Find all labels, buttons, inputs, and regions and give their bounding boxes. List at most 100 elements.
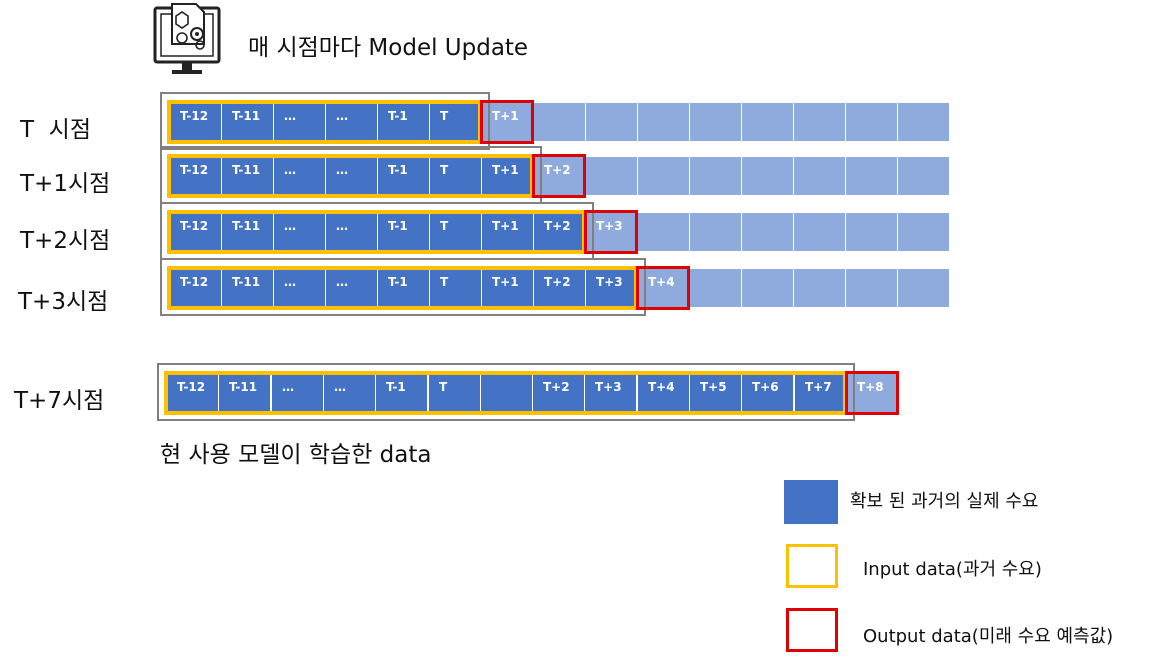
timeline-cell: T+2: [534, 269, 585, 307]
timeline-cell: T+1: [482, 157, 533, 195]
timeline-cell: T: [430, 213, 481, 251]
timeline-cell: [690, 269, 741, 307]
timeline-cell: T+1: [482, 103, 533, 141]
timeline-cell: …: [326, 269, 377, 307]
timeline-cell: T: [429, 374, 480, 412]
timeline-cell: [481, 374, 532, 412]
timeline-cell: [898, 103, 949, 141]
timeline-cell: [794, 103, 845, 141]
timeline-cell: T: [430, 103, 481, 141]
model-window-outline: [157, 363, 855, 421]
timeline-cell: [742, 103, 793, 141]
input-window-outline: [164, 371, 847, 415]
timeline-cell: T+3: [585, 374, 636, 412]
timeline-cell: T+4: [638, 374, 689, 412]
timeline-cell: [534, 103, 585, 141]
row-label-t2: T+2시점: [20, 228, 111, 254]
row-label-t7: T+7시점: [14, 388, 105, 414]
timeline-cell: T-11: [222, 213, 273, 251]
timeline-cell: [898, 213, 949, 251]
computer-gear-icon: [152, 0, 222, 82]
timeline-cell: …: [274, 157, 325, 195]
timeline-cell: T+2: [534, 213, 585, 251]
timeline-cell: T-1: [376, 374, 427, 412]
timeline-cell: [794, 269, 845, 307]
model-caption: 현 사용 모델이 학습한 data: [160, 442, 432, 468]
timeline-cell: T-11: [219, 374, 270, 412]
timeline-cell: [638, 103, 689, 141]
timeline-cell: …: [326, 157, 377, 195]
timeline-cell: T+5: [690, 374, 741, 412]
timeline-cell: T-12: [170, 269, 221, 307]
timeline-cell: T+8: [847, 374, 898, 412]
timeline-cell: T: [430, 157, 481, 195]
page-title: 매 시점마다 Model Update: [248, 35, 529, 61]
output-window-outline: [636, 266, 690, 310]
timeline-cell: T+6: [742, 374, 793, 412]
timeline-cell: T: [430, 269, 481, 307]
timeline-cell: T-11: [222, 269, 273, 307]
timeline-cell: T+4: [638, 269, 689, 307]
row-label-t1: T+1시점: [20, 171, 111, 197]
timeline-cell: [586, 103, 637, 141]
timeline-cell: [846, 269, 897, 307]
timeline-cell: T+3: [586, 213, 637, 251]
timeline-cell: [846, 213, 897, 251]
timeline-cell: [846, 103, 897, 141]
timeline-cell: [898, 157, 949, 195]
timeline-cell: T+7: [795, 374, 846, 412]
timeline-cell: T-12: [170, 213, 221, 251]
timeline-cell: T-12: [170, 103, 221, 141]
timeline-cell: T-1: [378, 157, 429, 195]
timeline-cell: [638, 157, 689, 195]
timeline-cell: T-11: [222, 157, 273, 195]
timeline-cell: …: [274, 213, 325, 251]
timeline-cell: [742, 213, 793, 251]
timeline-cell: T+3: [586, 269, 637, 307]
timeline-cell: T+1: [482, 269, 533, 307]
timeline-cell: [898, 269, 949, 307]
timeline-cell: …: [326, 213, 377, 251]
legend-label-input: Input data(과거 수요): [863, 559, 1042, 580]
timeline-cell: [794, 157, 845, 195]
legend-label-known: 확보 된 과거의 실제 수요: [850, 491, 1039, 512]
timeline-cell: [794, 213, 845, 251]
input-window-outline: [167, 266, 638, 310]
timeline-cell: …: [326, 103, 377, 141]
row-label-t3: T+3시점: [18, 289, 109, 315]
timeline-cell: …: [272, 374, 323, 412]
row-label-t: T 시점: [20, 117, 91, 143]
input-window-outline: [167, 154, 534, 198]
timeline-cell: T+1: [482, 213, 533, 251]
model-window-outline: [160, 92, 490, 150]
timeline-cell: …: [274, 103, 325, 141]
timeline-cell: [846, 157, 897, 195]
timeline-cell: [742, 157, 793, 195]
timeline-cell: …: [324, 374, 375, 412]
model-window-outline: [160, 258, 646, 316]
timeline-cell: T+2: [533, 374, 584, 412]
input-window-outline: [167, 210, 586, 254]
output-window-outline: [480, 100, 534, 144]
legend-label-output: Output data(미래 수요 예측값): [863, 626, 1114, 647]
timeline-cell: …: [274, 269, 325, 307]
timeline-cell: [638, 213, 689, 251]
timeline-cell: T-1: [378, 213, 429, 251]
timeline-cell: T-11: [222, 103, 273, 141]
timeline-cell: [586, 157, 637, 195]
output-window-outline: [845, 371, 899, 415]
timeline-cell: T+2: [534, 157, 585, 195]
output-window-outline: [584, 210, 638, 254]
input-window-outline: [167, 100, 482, 144]
timeline-cell: [690, 213, 741, 251]
legend-swatch-output: [786, 608, 838, 652]
timeline-cell: [742, 269, 793, 307]
timeline-cell: [690, 103, 741, 141]
timeline-cell: T-12: [170, 157, 221, 195]
timeline-cell: T-1: [378, 103, 429, 141]
output-window-outline: [532, 154, 586, 198]
